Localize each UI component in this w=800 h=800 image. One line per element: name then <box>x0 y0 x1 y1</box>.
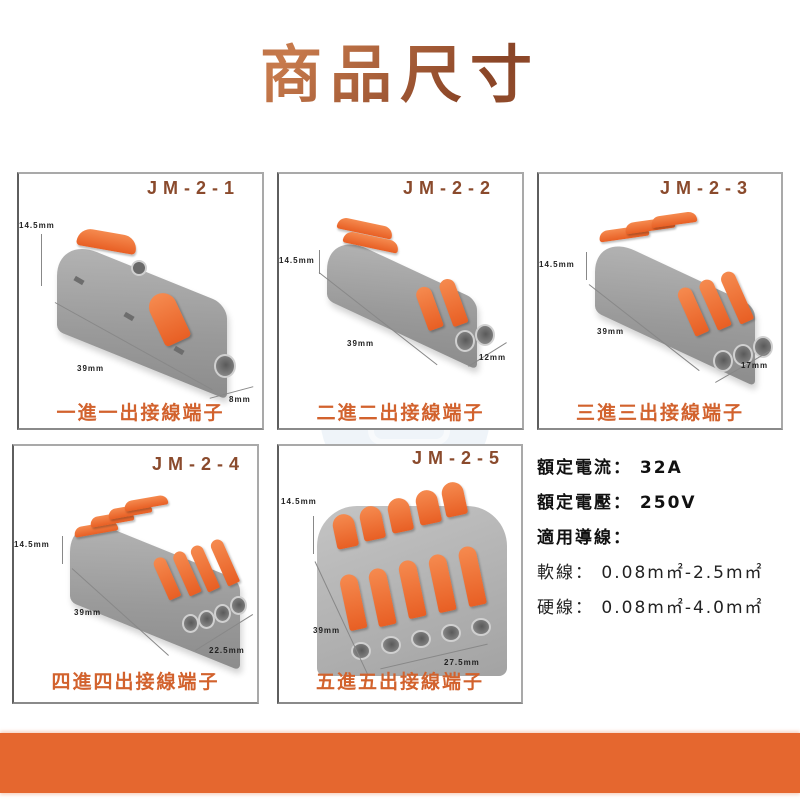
width-dimension: 22.5mm <box>209 646 245 655</box>
product-caption: 三進三出接線端子 <box>575 402 744 424</box>
width-dimension: 12mm <box>479 353 507 362</box>
product-caption: 二進二出接線端子 <box>316 402 485 424</box>
model-label: JM-2-1 <box>146 178 240 198</box>
product-caption: 五進五出接線端子 <box>315 671 484 693</box>
model-label: JM-2-2 <box>402 178 496 198</box>
height-dimension: 14.5mm <box>279 256 315 265</box>
product-card-jm-2-2: JM-2-2 14.5mm 39mm 12mm 二進二出接線端子 <box>277 172 524 430</box>
product-card-jm-2-1: JM-2-1 14.5mm 39mm 8mm 一進一出接線端子 <box>17 172 264 430</box>
height-dimension: 14.5mm <box>539 260 575 269</box>
height-dimension: 14.5mm <box>14 540 50 549</box>
spec-rated-current: 額定電流： 32A <box>537 458 683 478</box>
length-dimension: 39mm <box>313 626 341 635</box>
page-title: 商品尺寸 <box>0 38 800 112</box>
height-dimension: 14.5mm <box>281 497 317 506</box>
spec-rated-voltage: 額定電壓： 250V <box>537 493 697 513</box>
spec-applicable-wire: 適用導線： <box>537 528 632 548</box>
product-caption: 一進一出接線端子 <box>56 402 225 424</box>
height-dimension: 14.5mm <box>19 221 55 230</box>
length-dimension: 39mm <box>347 339 375 348</box>
width-dimension: 17mm <box>741 361 769 370</box>
spec-hard-wire: 硬線： 0.08m㎡-4.0m㎡ <box>537 598 764 618</box>
product-card-jm-2-3: JM-2-3 14.5mm 39mm 17mm 三進三出接線端子 <box>537 172 783 430</box>
specifications: 額定電流： 32A 額定電壓： 250V 適用導線： 軟線： 0.08m㎡-2.… <box>537 455 764 630</box>
model-label: JM-2-5 <box>411 448 505 468</box>
length-dimension: 39mm <box>77 364 105 373</box>
product-card-jm-2-4: JM-2-4 14.5mm 39mm 22.5mm 四進四出接線端子 <box>12 444 259 704</box>
width-dimension: 27.5mm <box>444 658 480 667</box>
length-dimension: 39mm <box>597 327 625 336</box>
length-dimension: 39mm <box>74 608 102 617</box>
bottom-decorative-band <box>0 733 800 793</box>
model-label: JM-2-4 <box>151 454 245 474</box>
product-caption: 四進四出接線端子 <box>51 671 220 693</box>
product-card-jm-2-5: JM-2-5 14.5mm 39mm 27.5mm 五進五出接線端子 <box>277 444 523 704</box>
model-label: JM-2-3 <box>659 178 753 198</box>
width-dimension: 8mm <box>229 395 251 404</box>
spec-soft-wire: 軟線： 0.08m㎡-2.5m㎡ <box>537 563 764 583</box>
